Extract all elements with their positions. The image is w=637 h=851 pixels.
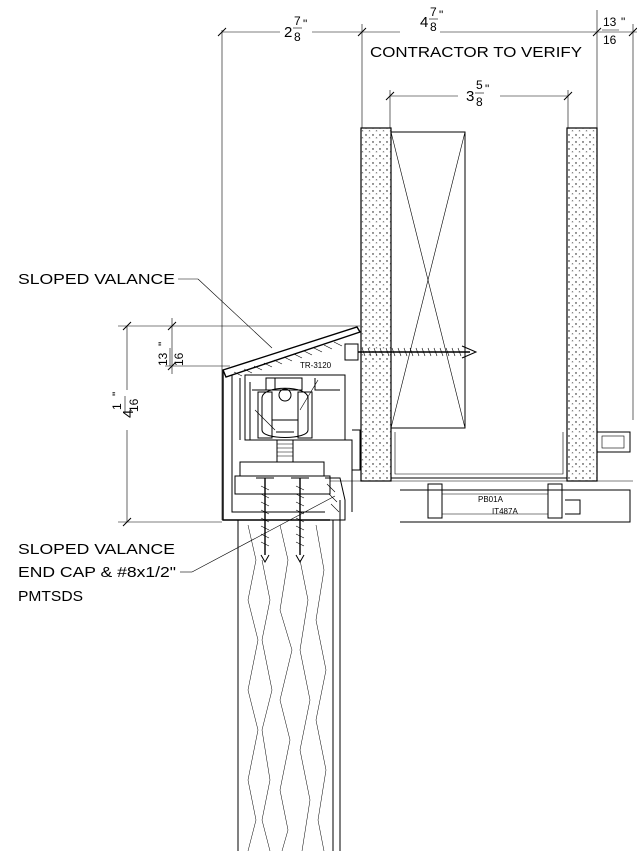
end-cap-label-line1: SLOPED VALANCE [18,541,175,558]
bracket-part-tag-bottom: IT487A [492,507,518,516]
right-bracket: PB01A IT487A [400,431,631,523]
dim-4-7-8-num: 7 [430,5,437,19]
dim-4-7-8-den: 8 [430,20,437,34]
dim-2-7-8-unit: " [303,17,307,31]
end-cap-label-line2: END CAP & #8x1/2" [18,564,176,581]
dim-2-7-8-whole: 2 [284,24,292,41]
wood-jamb [237,500,341,851]
stud-screw [344,343,478,361]
wall-assembly [330,127,633,482]
dim-13-16-top-num: 13 [603,15,617,29]
dim-3-5-8-unit: " [485,82,489,96]
dim-13-16-top-den: 16 [603,33,617,47]
dim-4-1-16-unit: " [110,392,124,396]
valance-bracket: TR-3120 [222,326,362,564]
bracket-part-tag-top: PB01A [478,495,504,504]
dim-2-7-8-den: 8 [294,30,301,44]
dim-13-16-left-num: 13 [156,352,170,366]
dim-4-1-16-den: 16 [127,398,141,412]
dim-3-5-8-num: 5 [476,78,483,92]
dim-3-5-8-den: 8 [476,95,483,109]
dim-13-16-top-unit: " [621,15,625,29]
dim-13-16-left-unit: " [156,342,170,346]
contractor-to-verify-note: CONTRACTOR TO VERIFY [370,44,582,61]
dim-13-16-left-den: 16 [172,352,186,366]
end-cap-callout: SLOPED VALANCE END CAP & #8x1/2" PMTSDS [18,495,336,605]
end-cap-label-line3: PMTSDS [18,588,83,605]
sloped-valance-callout: SLOPED VALANCE [18,271,273,349]
top-dimension-mid: 4 7 8 " CONTRACTOR TO VERIFY [362,5,602,128]
sloped-valance-label: SLOPED VALANCE [18,271,175,288]
top-dimension-right: 13 16 " [597,15,637,420]
dim-4-7-8-unit: " [439,8,443,22]
dim-2-7-8-num: 7 [294,14,301,28]
valance-offset-dimension: 13 16 " [156,318,230,374]
dim-3-5-8-whole: 3 [466,88,474,105]
dim-4-1-16-num: 1 [110,403,124,410]
inner-dimension: 3 5 8 " [385,78,573,128]
dim-4-7-8-whole: 4 [420,14,428,31]
dim-4-1-16-whole: 4 [120,410,137,418]
height-dimension: 4 1 16 " [110,321,360,527]
track-part-tag: TR-3120 [300,361,332,370]
